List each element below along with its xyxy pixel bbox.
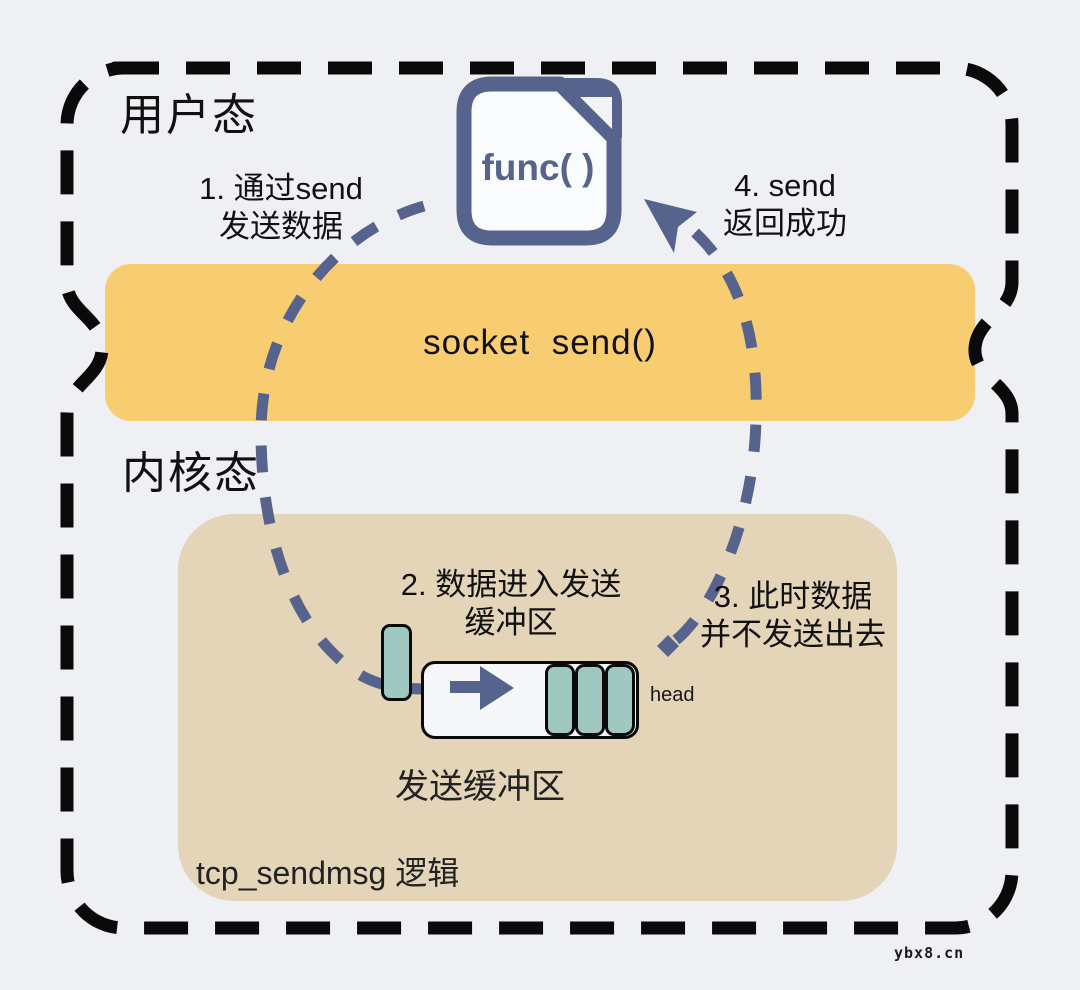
folded-corner-face	[580, 97, 612, 129]
step4-annotation: 4. send 返回成功	[685, 167, 885, 243]
step1-line2: 发送数据	[219, 209, 343, 244]
buffer-cell	[575, 664, 605, 736]
step4-line2: 返回成功	[723, 206, 847, 241]
user-mode-label: 用户态	[120, 91, 258, 140]
buffer-cell	[605, 664, 635, 736]
step3-line1: 3. 此时数据	[713, 579, 873, 614]
buffer-cell	[545, 664, 575, 736]
step2-annotation: 2. 数据进入发送 缓冲区	[381, 566, 641, 642]
step3-annotation: 3. 此时数据 并不发送出去	[690, 578, 896, 654]
func-icon-label: func( )	[481, 147, 595, 188]
socket-send-bar: socket send()	[105, 264, 975, 421]
folded-corner-icon	[562, 78, 622, 138]
watermark: ybx8.cn	[894, 944, 965, 962]
step4-line1: 4. send	[734, 168, 836, 203]
step3-line2: 并不发送出去	[700, 617, 886, 652]
kernel-mode-label: 内核态	[122, 449, 260, 498]
step2-line2: 缓冲区	[464, 605, 558, 640]
step1-annotation: 1. 通过send 发送数据	[161, 170, 401, 246]
tcp-sendmsg-label: tcp_sendmsg 逻辑	[196, 855, 460, 891]
step2-line1: 2. 数据进入发送	[400, 567, 622, 602]
head-pointer-label: head	[650, 684, 695, 706]
send-buffer-label: 发送缓冲区	[395, 768, 565, 806]
send-buffer-box	[421, 661, 639, 739]
step1-line1: 1. 通过send	[199, 171, 363, 206]
